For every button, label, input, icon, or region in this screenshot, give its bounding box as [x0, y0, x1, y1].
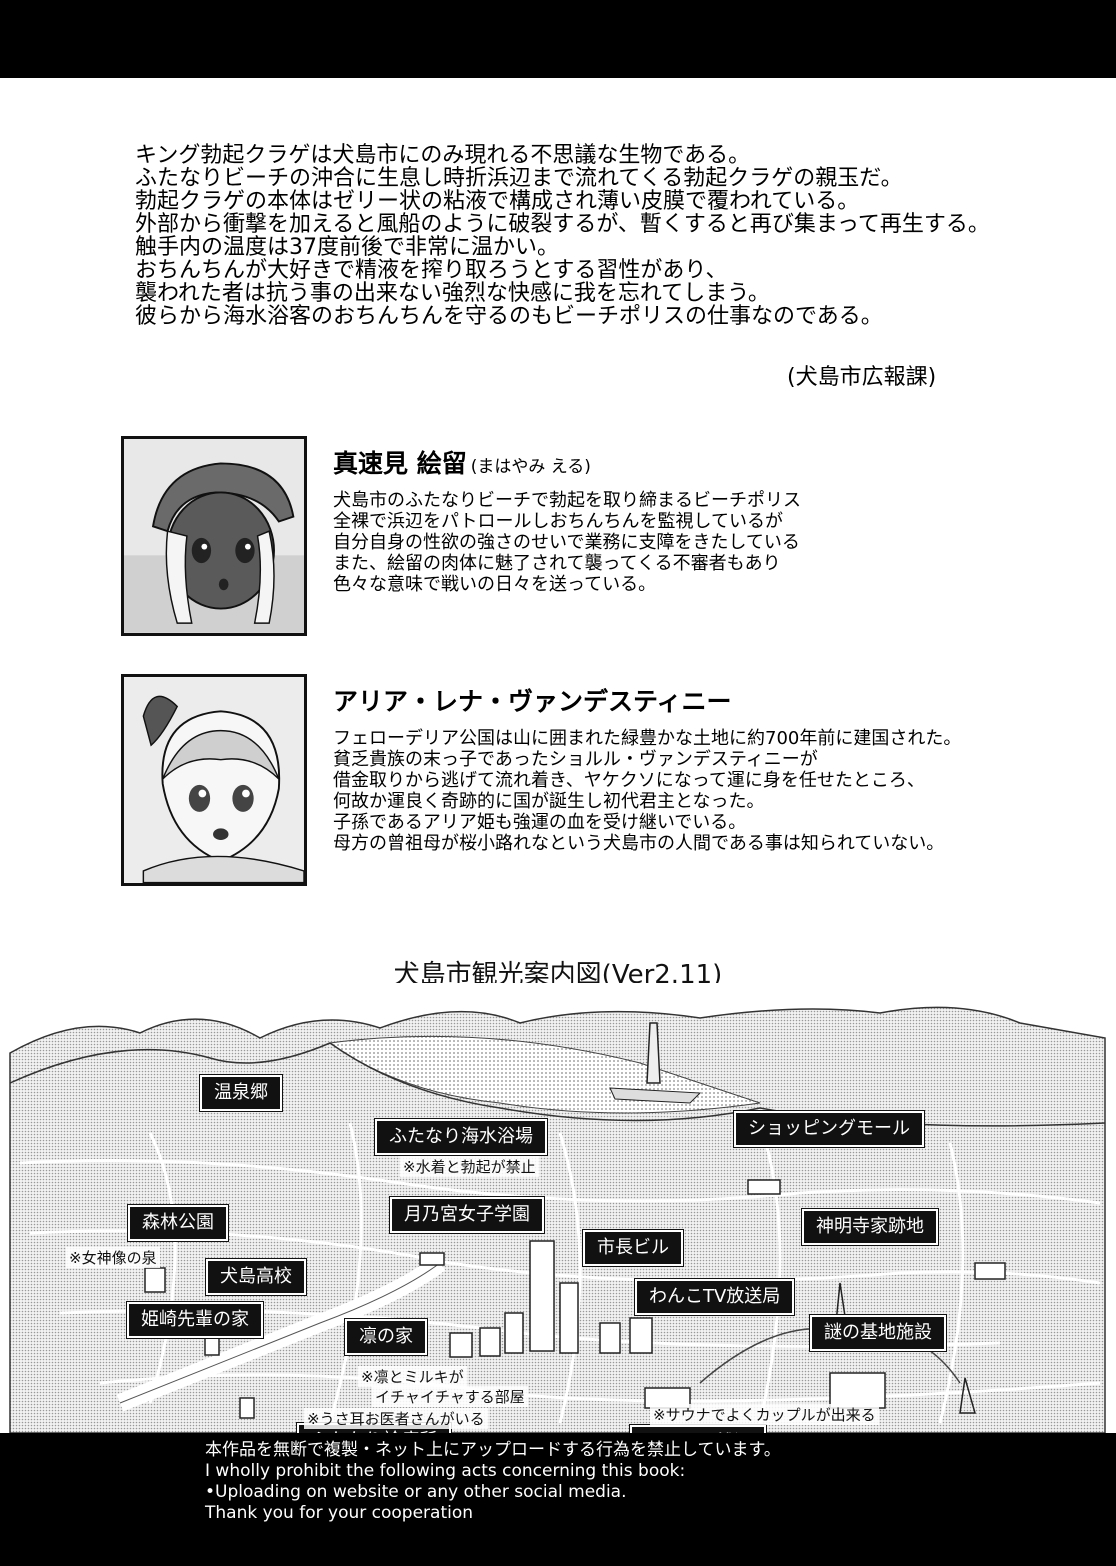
map-note-rin-2: イチャイチャする部屋	[372, 1386, 528, 1407]
copyright-line: •Uploading on website or any other socia…	[205, 1482, 627, 1502]
profile-aria-line: 借金取りから逃げて流れ着き、ヤケクソになって運に身を任せたところ、	[333, 770, 925, 791]
map-note-clinic: ※うさ耳お医者さんがいる	[304, 1408, 488, 1429]
map-label-beach: ふたなり海水浴場	[375, 1119, 547, 1155]
map-note-sento: ※サウナでよくカップルが出来る	[650, 1404, 879, 1425]
intro-line: キング勃起クラゲは犬島市にのみ現れる不思議な生物である。	[135, 143, 751, 168]
map-label-sento: スーパー銭湯	[630, 1425, 766, 1433]
profile-eru-name: 真速見 絵留(まはやみ える)	[333, 444, 591, 480]
profile-aria-line: 子孫であるアリア姫も強運の血を受け継いでいる。	[333, 812, 747, 833]
copyright-line: I wholly prohibit the following acts con…	[205, 1461, 686, 1481]
intro-line: 外部から衝撃を加えると風船のように破裂するが、暫くすると再び集まって再生する。	[135, 212, 990, 237]
map-label-mall: ショッピングモール	[734, 1111, 924, 1147]
portrait-eru	[121, 436, 307, 636]
map-label-base: 謎の基地施設	[810, 1315, 946, 1351]
copyright-notice: 本作品を無断で複製・ネット上にアップロードする行為を禁止しています。 I who…	[205, 1440, 781, 1524]
map-note-beach: ※水着と勃起が禁止	[400, 1156, 539, 1177]
profile-aria-line: 何故か運良く奇跡的に国が誕生し初代君主となった。	[333, 791, 765, 812]
intro-line: 彼らから海水浴客のおちんちんを守るのもビーチポリスの仕事なのである。	[135, 304, 883, 329]
intro-line: ふたなりビーチの沖合に生息し時折浜辺まで流れてくる勃起クラゲの親玉だ。	[135, 166, 903, 191]
intro-line: 襲われた者は抗う事の出来ない強烈な快感に我を忘れてしまう。	[135, 281, 770, 306]
map-label-onsen: 温泉郷	[200, 1075, 282, 1111]
profile-eru-line: また、絵留の肉体に魅了されて襲ってくる不審者もあり	[333, 553, 781, 574]
intro-text-block: キング勃起クラゲは犬島市にのみ現れる不思議な生物である。 ふたなりビーチの沖合に…	[135, 143, 1095, 390]
profile-eru-line: 色々な意味で戦いの日々を送っている。	[333, 574, 657, 595]
profile-aria: アリア・レナ・ヴァンデスティニー フェローデリア公国は山に囲まれた緑豊かな土地に…	[121, 674, 1101, 886]
profile-eru-kana: (まはやみ える)	[470, 457, 591, 477]
profile-aria-description: フェローデリア公国は山に囲まれた緑豊かな土地に約700年前に建国された。 貧乏貴…	[333, 728, 961, 854]
portrait-eru-illustration	[124, 439, 304, 633]
map-label-inujima-hs: 犬島高校	[206, 1259, 306, 1295]
portrait-aria-illustration	[124, 677, 304, 883]
profile-eru-name-text: 真速見 絵留	[333, 449, 467, 478]
profile-eru-line: 全裸で浜辺をパトロールしおちんちんを監視しているが	[333, 511, 783, 532]
intro-line: おちんちんが大好きで精液を搾り取ろうとする習性があり、	[135, 258, 728, 283]
profile-aria-line: 母方の曾祖母が桜小路れなという犬島市の人間である事は知られていない。	[333, 833, 945, 854]
portrait-aria	[121, 674, 307, 886]
profile-eru-description: 犬島市のふたなりビーチで勃起を取り締まるビーチポリス 全裸で浜辺をパトロールしお…	[333, 490, 801, 595]
copyright-line: 本作品を無断で複製・ネット上にアップロードする行為を禁止しています。	[205, 1440, 781, 1460]
map-label-park: 森林公園	[128, 1205, 228, 1241]
intro-line: 勃起クラゲの本体はゼリー状の粘液で構成され薄い皮膜で覆われている。	[135, 189, 860, 214]
profile-eru-line: 犬島市のふたなりビーチで勃起を取り締まるビーチポリス	[333, 490, 801, 511]
profile-aria-line: フェローデリア公国は山に囲まれた緑豊かな土地に約700年前に建国された。	[333, 728, 962, 749]
map-label-himezaki: 姫崎先輩の家	[127, 1302, 263, 1338]
tourist-map: 温泉郷 ふたなり海水浴場 ※水着と勃起が禁止 ショッピングモール 森林公園 ※女…	[0, 983, 1116, 1433]
paper-sheet: キング勃起クラゲは犬島市にのみ現れる不思議な生物である。 ふたなりビーチの沖合に…	[0, 78, 1116, 1433]
intro-credit: (犬島市広報課)	[787, 365, 937, 390]
map-label-rin: 凛の家	[345, 1319, 427, 1355]
profile-aria-name: アリア・レナ・ヴァンデスティニー	[333, 682, 732, 718]
profile-aria-line: 貧乏貴族の末っ子であったショルル・ヴァンデスティニーが	[333, 749, 818, 770]
map-note-park: ※女神像の泉	[66, 1247, 160, 1268]
map-label-cityhall: 市長ビル	[583, 1230, 683, 1266]
map-note-rin-1: ※凛とミルキが	[358, 1366, 467, 1387]
profile-aria-name-text: アリア・レナ・ヴァンデスティニー	[333, 687, 732, 716]
intro-line: 触手内の温度は37度前後で非常に温かい。	[135, 235, 559, 260]
map-label-wanko-tv: わんこTV放送局	[635, 1279, 795, 1315]
profile-eru: 真速見 絵留(まはやみ える) 犬島市のふたなりビーチで勃起を取り締まるビーチポ…	[121, 436, 1101, 636]
map-label-shinmei: 神明寺家跡地	[802, 1209, 938, 1245]
copyright-line: Thank you for your cooperation	[205, 1503, 474, 1523]
profile-eru-line: 自分自身の性欲の強さのせいで業務に支障をきたしている	[333, 532, 800, 553]
map-label-tsukino: 月乃宮女子学園	[390, 1197, 544, 1233]
